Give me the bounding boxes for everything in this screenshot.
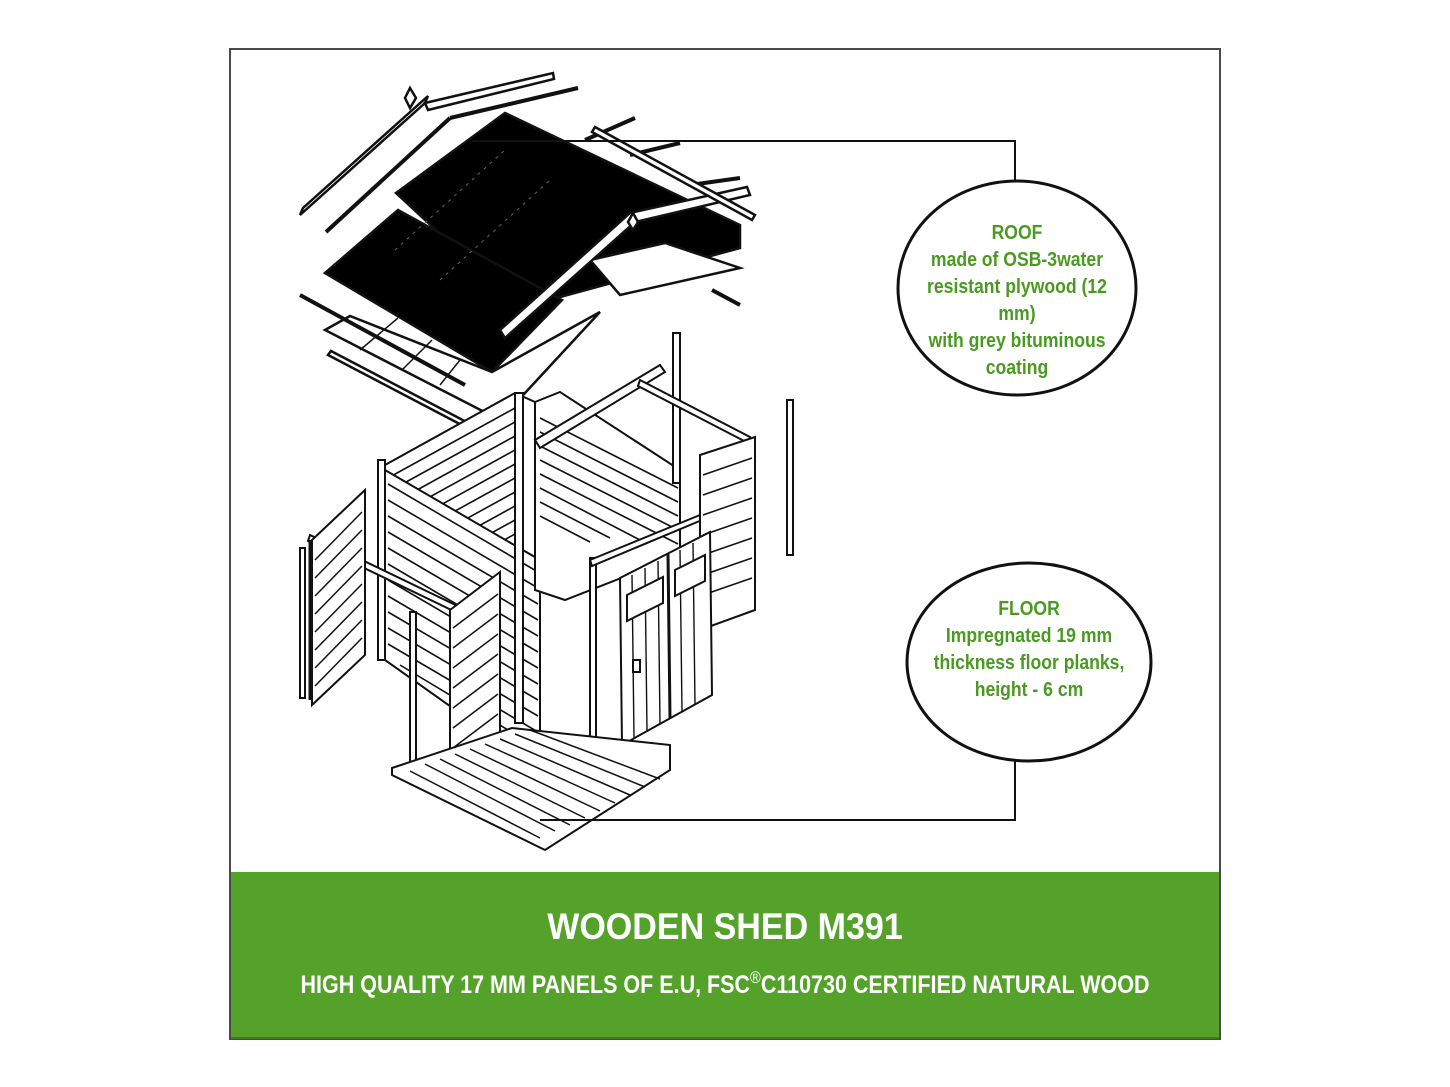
product-subtitle: HIGH QUALITY 17 MM PANELS OF E.U, FSC®C1… — [300, 968, 1150, 1000]
roof-callout-line: resistant plywood (12 mm) — [927, 276, 1107, 325]
subtitle-text-pre: HIGH QUALITY 17 MM PANELS OF E.U, FSC — [300, 971, 751, 999]
corner-post — [514, 392, 524, 724]
roof-rail — [299, 293, 466, 387]
loose-post — [786, 399, 794, 556]
door-window-right — [674, 553, 706, 598]
top-rail-right — [636, 378, 752, 445]
roof-rail — [711, 288, 741, 307]
walls-assembly — [299, 332, 794, 782]
floor-platform — [391, 726, 671, 852]
corner-post — [377, 459, 386, 661]
floor-callout-line: height - 6 cm — [974, 679, 1084, 701]
roof-callout-heading: ROOF — [991, 222, 1043, 244]
roof-callout: ROOF made of OSB-3water resistant plywoo… — [907, 220, 1127, 382]
wall-side-left — [311, 487, 366, 708]
door-window-left — [626, 575, 664, 623]
roof-callout-line: coating — [985, 357, 1049, 379]
roof-callout-bubble — [896, 179, 1138, 397]
registered-mark: ® — [750, 968, 761, 987]
floor-callout-line: thickness floor planks, — [933, 652, 1125, 674]
floor-callout-line: Impregnated 19 mm — [945, 625, 1113, 647]
front-post — [409, 611, 417, 763]
roof-callout-line: made of OSB-3water — [930, 249, 1104, 271]
roof-leader-line — [472, 140, 1016, 182]
roof-trim-top — [423, 71, 556, 112]
roof-batten — [324, 116, 452, 234]
roof-batten — [449, 86, 579, 120]
roof-vent-right — [626, 210, 640, 233]
subtitle-text-post: C110730 CERTIFIED NATURAL WOOD — [760, 971, 1150, 999]
ridge-beam — [498, 185, 752, 340]
left-post — [299, 547, 306, 699]
floor-assembly — [391, 726, 671, 852]
roof-rail — [584, 116, 636, 142]
roof-rail-right — [590, 125, 757, 222]
roof-callout-line: with grey bituminous — [928, 330, 1106, 352]
roof-trim-left — [298, 95, 430, 216]
roof-plywood-right — [587, 241, 745, 297]
gable-beam — [533, 363, 667, 450]
product-title: WOODEN SHED M391 — [547, 906, 903, 947]
floor-callout: FLOOR Impregnated 19 mm thickness floor … — [919, 596, 1139, 704]
floor-callout-heading: FLOOR — [998, 598, 1060, 620]
floor-callout-bubble — [905, 561, 1153, 763]
roof-assembly — [298, 71, 757, 434]
leader-lines — [472, 140, 1016, 821]
product-banner: WOODEN SHED M391 HIGH QUALITY 17 MM PANE… — [231, 872, 1219, 1039]
floor-leader-line — [540, 760, 1016, 821]
door-post — [589, 557, 597, 739]
roof-vent-left — [403, 85, 418, 111]
door-handle — [632, 659, 641, 673]
